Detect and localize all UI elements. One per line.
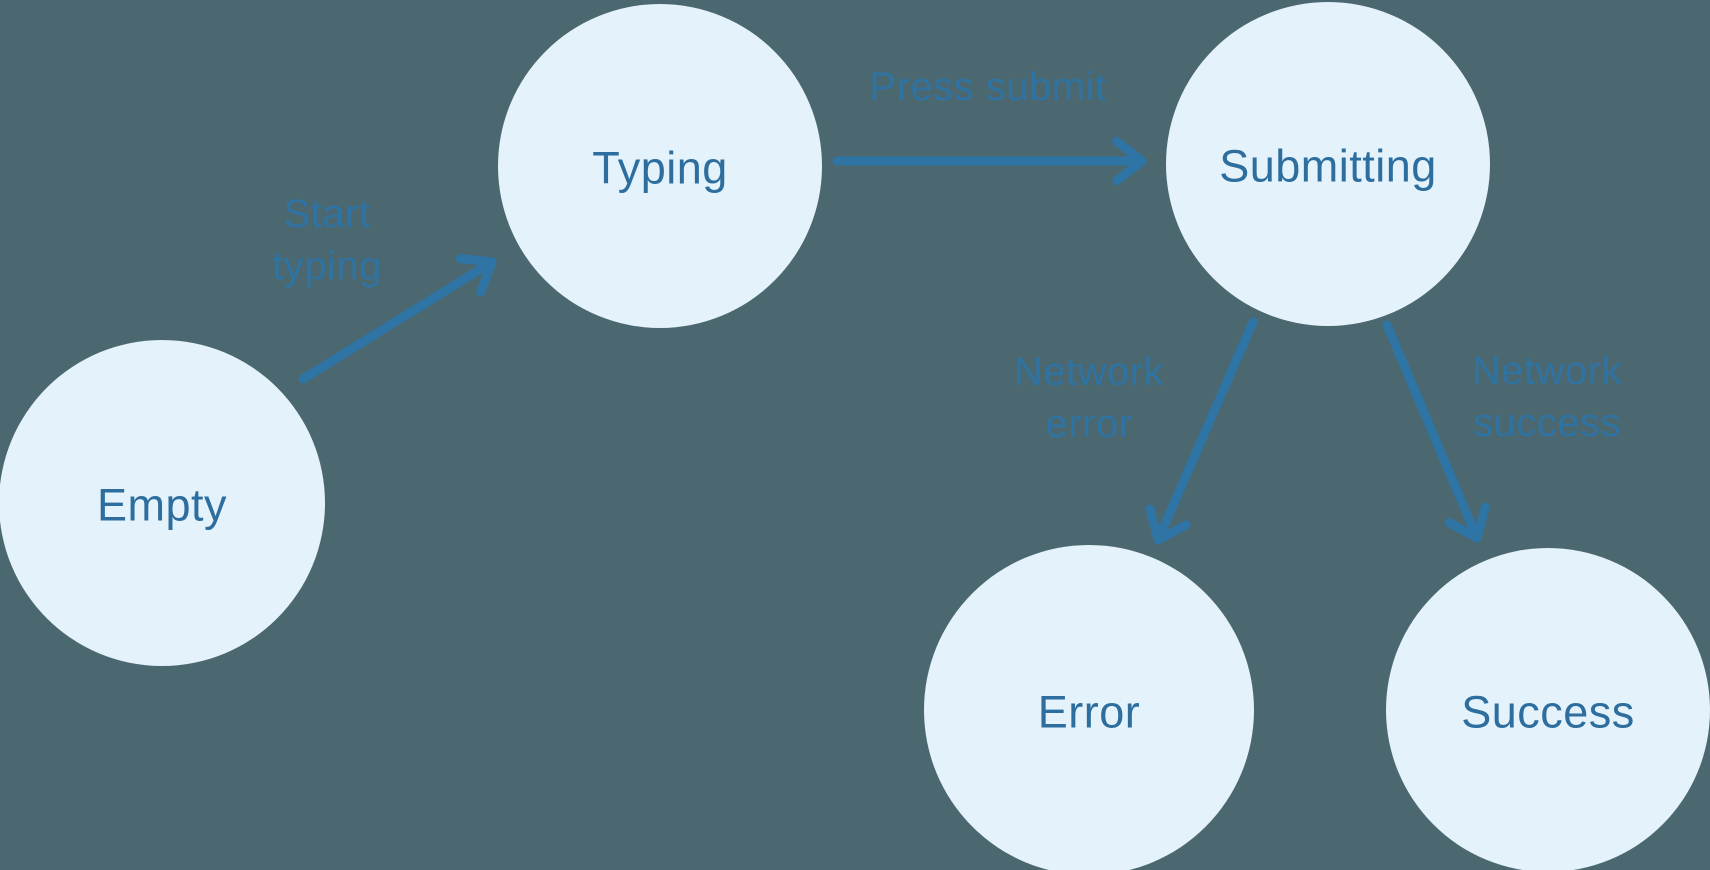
transition-arrow-shaft	[1382, 320, 1482, 543]
state-circle-error[interactable]	[924, 545, 1254, 870]
state-label-empty: Empty	[97, 480, 227, 531]
transition-label-network-error[interactable]: error	[1046, 402, 1133, 446]
transition-label-start-typing[interactable]: Start	[284, 192, 371, 236]
arrowhead-icon	[455, 254, 497, 297]
state-label-error: Error	[1038, 687, 1141, 738]
state-node-typing[interactable]: Typing	[498, 4, 822, 328]
state-circle-empty[interactable]	[0, 340, 325, 666]
transition-arrow-shaft	[1153, 317, 1258, 545]
transition-start-typing[interactable]: Start typing	[272, 192, 497, 384]
transition-arrow-shaft	[298, 257, 497, 384]
transition-label-network-success[interactable]: success	[1473, 401, 1621, 445]
transition-label-network-success[interactable]: Network	[1472, 349, 1623, 393]
state-label-submitting: Submitting	[1219, 141, 1437, 192]
transition-press-submit[interactable]: Press submit	[832, 65, 1147, 186]
transition-network-error[interactable]: Network error	[1014, 317, 1258, 545]
transition-label-network-error[interactable]: Network	[1014, 350, 1165, 394]
arrowhead-icon	[1444, 502, 1490, 543]
transition-network-success[interactable]: Network success	[1382, 320, 1623, 543]
transition-label-press-submit[interactable]: Press submit	[869, 65, 1106, 109]
transition-label-start-typing[interactable]: typing	[272, 244, 382, 288]
state-circle-submitting[interactable]	[1166, 2, 1490, 326]
state-label-success: Success	[1461, 687, 1635, 738]
arrowhead-icon	[1145, 504, 1191, 545]
state-node-empty[interactable]: Empty	[0, 340, 325, 666]
state-node-error[interactable]: Error	[924, 545, 1254, 870]
state-circle-success[interactable]	[1386, 548, 1710, 870]
state-node-submitting[interactable]: Submitting	[1166, 2, 1490, 326]
arrowhead-icon	[1112, 136, 1147, 186]
state-node-success[interactable]: Success	[1386, 548, 1710, 870]
state-circle-typing[interactable]	[498, 4, 822, 328]
state-label-typing: Typing	[592, 143, 728, 194]
